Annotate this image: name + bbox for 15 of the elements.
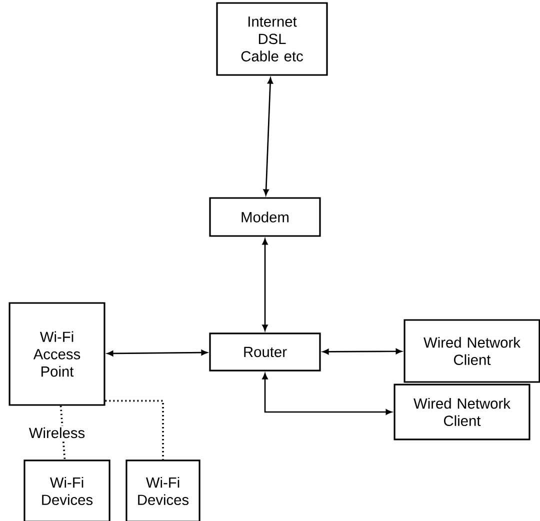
- connector: [262, 238, 268, 331]
- connector: [105, 400, 164, 460]
- connector: [322, 348, 402, 354]
- network-box: Wired Network Client: [404, 319, 540, 383]
- network-box: Wired Network Client: [394, 384, 530, 440]
- edge-label: Wireless: [28, 426, 86, 440]
- connector: [262, 373, 392, 415]
- network-box: Internet DSL Cable etc: [216, 2, 328, 76]
- network-box: Wi-Fi Devices: [24, 460, 110, 521]
- connector: [107, 350, 208, 356]
- connector: [263, 78, 274, 196]
- network-box: Router: [209, 332, 321, 372]
- network-box: Modem: [209, 197, 321, 237]
- network-box: Wi-Fi Access Point: [8, 302, 106, 406]
- network-box: Wi-Fi Devices: [126, 460, 200, 521]
